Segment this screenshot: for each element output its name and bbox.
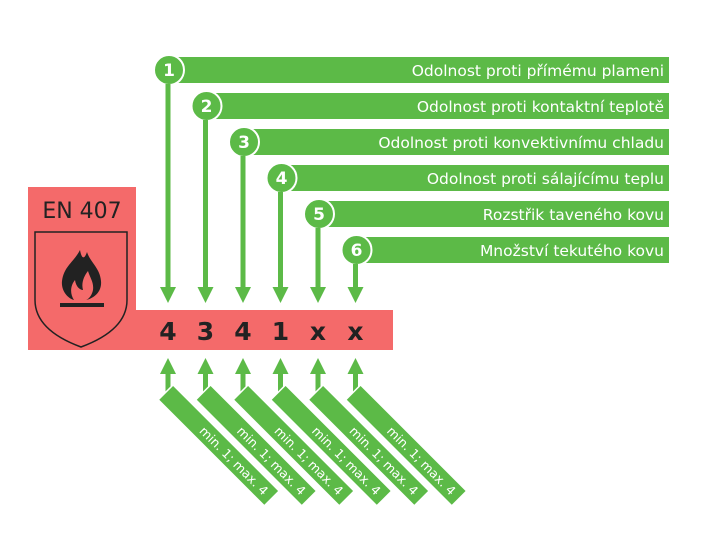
flame-shield-icon	[34, 231, 128, 348]
property-label-5: Rozstřik taveného kovu	[483, 206, 664, 224]
code-value-6: x	[347, 317, 363, 346]
property-label-4: Odolnost proti sálajícímu teplu	[427, 170, 664, 188]
property-label-bar-2	[206, 93, 669, 119]
code-value-3: 4	[234, 317, 251, 346]
property-label-bar-6	[356, 237, 669, 263]
property-number-5: 5	[313, 205, 325, 225]
property-label-1: Odolnost proti přímému plameni	[412, 62, 664, 80]
down-arrow-head-3	[235, 287, 251, 303]
code-bar	[136, 310, 393, 350]
property-label-6: Množství tekutého kovu	[480, 242, 664, 260]
down-arrow-head-5	[310, 287, 326, 303]
property-number-3: 3	[238, 133, 250, 153]
property-number-2: 2	[201, 97, 213, 117]
property-label-bar-4	[281, 165, 669, 191]
up-arrow-head-1	[160, 358, 176, 374]
up-arrow-head-6	[347, 358, 364, 374]
property-number-6: 6	[351, 241, 363, 261]
property-label-bar-5	[319, 201, 669, 227]
up-arrow-head-5	[310, 358, 326, 374]
down-arrow-head-4	[272, 287, 289, 303]
up-arrow-head-2	[197, 358, 214, 374]
down-arrow-head-1	[160, 287, 176, 303]
code-value-5: x	[310, 317, 326, 346]
code-value-2: 3	[197, 317, 214, 346]
property-number-1: 1	[163, 61, 175, 81]
property-label-3: Odolnost proti konvektivnímu chladu	[378, 134, 664, 152]
code-value-4: 1	[272, 317, 289, 346]
property-label-bar-1	[169, 57, 669, 83]
up-arrow-head-4	[272, 358, 289, 374]
standard-title: EN 407	[42, 199, 121, 224]
code-value-1: 4	[159, 317, 176, 346]
property-label-bar-3	[244, 129, 669, 155]
down-arrow-head-2	[197, 287, 214, 303]
up-arrow-head-3	[235, 358, 251, 374]
down-arrow-head-6	[347, 287, 364, 303]
property-label-2: Odolnost proti kontaktní teplotě	[417, 98, 664, 116]
property-number-4: 4	[276, 169, 288, 189]
